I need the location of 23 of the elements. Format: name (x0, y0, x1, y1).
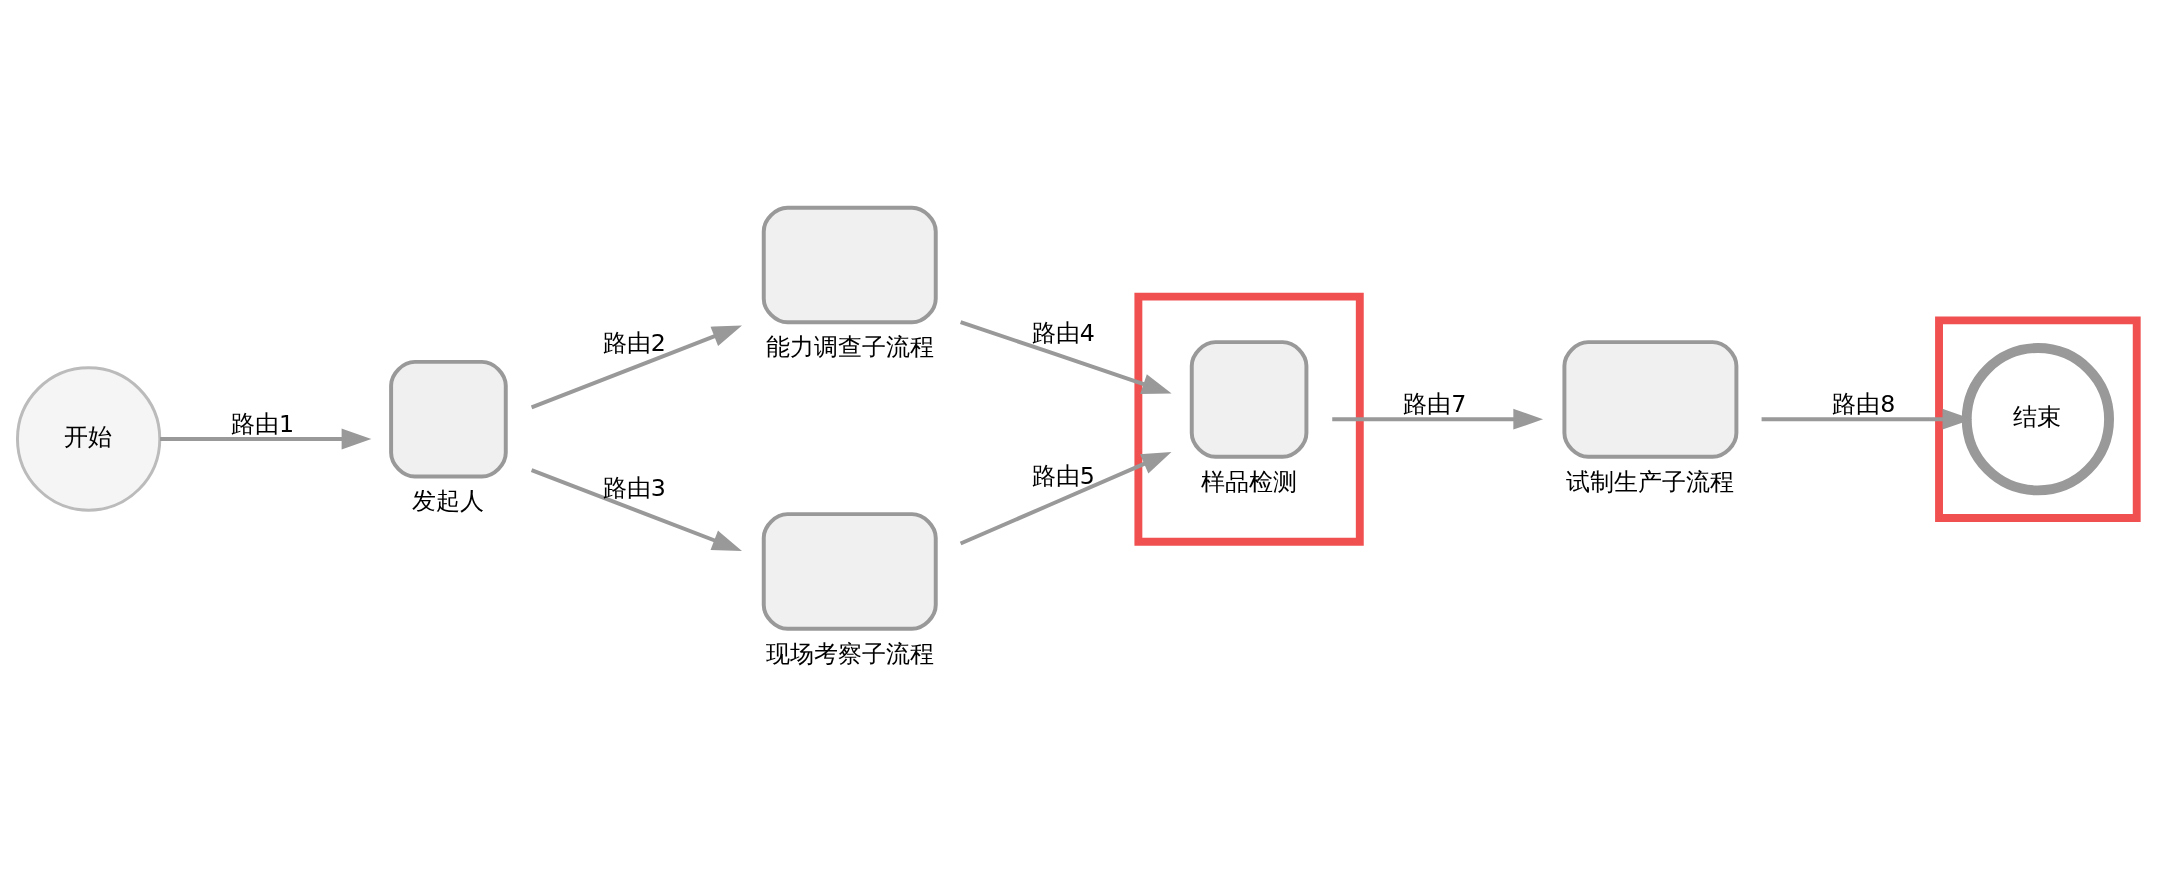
edge-label: 路由3 (602, 473, 666, 502)
edge-label: 路由1 (231, 410, 295, 439)
edge-label: 路由2 (602, 329, 666, 358)
edge-label: 路由7 (1403, 390, 1467, 419)
node-label: 发起人 (411, 487, 484, 516)
cluster (1134, 292, 1364, 546)
arrow (1761, 408, 1973, 430)
node-label: 试制生产子流程 (1566, 467, 1735, 496)
arrow (959, 452, 1172, 546)
edge-label: 路由8 (1832, 390, 1896, 419)
arrow (530, 468, 742, 551)
edge-label: 路由4 (1031, 319, 1095, 348)
node-label: 样品检测 (1200, 467, 1297, 496)
node-label: 现场考察子流程 (765, 639, 934, 668)
arrow (959, 320, 1172, 394)
cluster (1935, 316, 2141, 523)
node-circle: 开始 (15, 366, 162, 512)
node-circle: 结束 (1961, 343, 2114, 496)
arrow (530, 325, 742, 410)
edge-label: 路由5 (1031, 461, 1095, 490)
node-label: 能力调查子流程 (765, 333, 934, 362)
arrow (160, 428, 372, 450)
arrow (1332, 408, 1544, 430)
